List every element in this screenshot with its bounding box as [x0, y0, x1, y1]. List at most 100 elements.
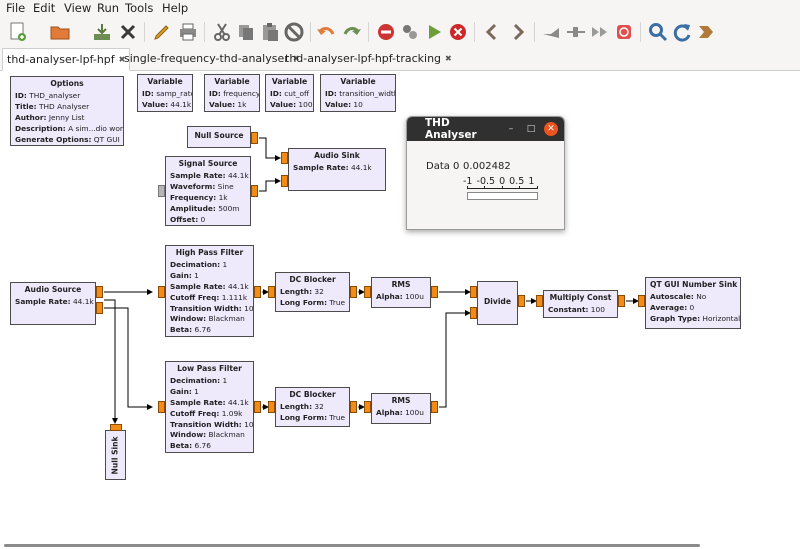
rotate-cw-button[interactable]	[506, 20, 530, 44]
find-button[interactable]	[646, 20, 670, 44]
copy-button[interactable]	[234, 20, 258, 44]
close-icon[interactable]: ✖	[292, 54, 300, 63]
block-low-pass-filter[interactable]: Low Pass Filter Decimation: 1 Gain: 1 Sa…	[165, 361, 254, 453]
close-icon[interactable]: ✕	[544, 122, 558, 136]
block-param: ID: THD_analyser	[15, 90, 81, 100]
menu-file[interactable]: File	[6, 1, 26, 15]
block-variable-samp-rate[interactable]: Variable ID: samp_rate Value: 44.1k	[137, 74, 193, 112]
open-button[interactable]	[48, 20, 72, 44]
open-hier-button[interactable]	[694, 20, 718, 44]
menubar: File Edit View Run Tools Help	[0, 0, 800, 16]
output-port[interactable]	[251, 132, 258, 144]
block-divide[interactable]: Divide	[477, 281, 518, 325]
input-port[interactable]	[158, 401, 165, 413]
input-port[interactable]	[470, 307, 477, 319]
block-qt-gui-number-sink[interactable]: QT GUI Number Sink Autoscale: No Average…	[645, 277, 741, 329]
close-icon[interactable]: ✖	[118, 55, 126, 64]
create-hier-button[interactable]	[612, 20, 636, 44]
tab-thd-analyser-lpf-hpf[interactable]: thd-analyser-lpf-hpf ✖	[2, 48, 131, 71]
input-port[interactable]	[281, 152, 288, 164]
output-port[interactable]	[431, 286, 438, 298]
input-port[interactable]	[364, 286, 371, 298]
output-port[interactable]	[254, 286, 261, 298]
reload-button[interactable]	[670, 20, 694, 44]
rotate-ccw-button[interactable]	[480, 20, 504, 44]
block-signal-source[interactable]: Signal Source Sample Rate: 44.1k Wavefor…	[165, 156, 251, 226]
thd-analyser-window[interactable]: THD Analyser – □ ✕ Data 0 0.002482 -1 -0…	[406, 116, 565, 230]
input-port[interactable]	[110, 424, 122, 431]
input-port[interactable]	[536, 295, 543, 307]
block-variable-frequency[interactable]: Variable ID: frequency Value: 1k	[204, 74, 260, 112]
output-port[interactable]	[350, 286, 357, 298]
input-port-disabled[interactable]	[158, 185, 165, 197]
input-port[interactable]	[364, 401, 371, 413]
flowgraph-canvas[interactable]: Options ID: THD_analyser Title: THD Anal…	[0, 71, 800, 541]
block-options[interactable]: Options ID: THD_analyser Title: THD Anal…	[10, 76, 124, 146]
block-multiply-const[interactable]: Multiply Const Constant: 100	[543, 290, 618, 318]
input-port[interactable]	[638, 295, 645, 307]
block-dc-blocker-bottom[interactable]: DC Blocker Length: 32 Long Form: True	[275, 387, 350, 427]
output-port[interactable]	[96, 286, 103, 298]
block-rms-bottom[interactable]: RMS Alpha: 100u	[371, 393, 431, 424]
menu-tools[interactable]: Tools	[125, 1, 154, 15]
block-title: QT GUI Number Sink	[650, 280, 738, 289]
tab-label: single-frequency-thd-analyser	[124, 52, 289, 65]
menu-edit[interactable]: Edit	[33, 1, 56, 15]
block-null-sink[interactable]: Null Sink	[105, 430, 126, 480]
block-audio-sink[interactable]: Audio Sink Sample Rate: 44.1k	[288, 148, 386, 191]
menu-view[interactable]: View	[64, 1, 92, 15]
window-titlebar[interactable]: THD Analyser – □ ✕	[407, 117, 564, 141]
tab-single-frequency-thd-analyser[interactable]: single-frequency-thd-analyser ✖	[120, 48, 303, 69]
minimize-icon[interactable]: –	[508, 124, 514, 134]
block-dc-blocker-top[interactable]: DC Blocker Length: 32 Long Form: True	[275, 272, 350, 312]
tab-thd-analyser-lpf-hpf-tracking[interactable]: thd-analyser-lpf-hpf-tracking ✖	[281, 48, 456, 69]
menu-help[interactable]: Help	[162, 1, 189, 15]
errors-button[interactable]	[374, 20, 398, 44]
block-audio-source[interactable]: Audio Source Sample Rate: 44.1k	[10, 282, 96, 325]
block-variable-cut-off[interactable]: Variable ID: cut_off Value: 100	[265, 74, 314, 112]
undo-button[interactable]	[314, 20, 338, 44]
generate-button[interactable]	[398, 20, 422, 44]
menu-run[interactable]: Run	[97, 1, 120, 15]
new-button[interactable]	[6, 20, 30, 44]
print-button[interactable]	[176, 20, 200, 44]
kill-button[interactable]	[446, 20, 470, 44]
output-port[interactable]	[518, 295, 525, 307]
horizontal-scrollbar[interactable]	[4, 544, 700, 547]
block-param: Sample Rate: 44.1k	[170, 397, 249, 407]
input-port[interactable]	[470, 286, 477, 298]
block-rms-top[interactable]: RMS Alpha: 100u	[371, 277, 431, 308]
close-icon[interactable]: ✖	[445, 54, 452, 63]
disable-button[interactable]	[564, 20, 588, 44]
toolbar-separator	[310, 22, 311, 42]
paste-icon	[263, 23, 278, 41]
block-param: Sample Rate: 44.1k	[170, 281, 249, 291]
block-high-pass-filter[interactable]: High Pass Filter Decimation: 1 Gain: 1 S…	[165, 245, 254, 337]
input-port[interactable]	[268, 401, 275, 413]
input-port[interactable]	[281, 175, 288, 187]
bypass-button[interactable]	[588, 20, 612, 44]
block-null-source[interactable]: Null Source	[187, 126, 251, 148]
output-port[interactable]	[618, 295, 625, 307]
level-bar	[467, 192, 538, 200]
connection	[104, 299, 118, 424]
redo-button[interactable]	[340, 20, 364, 44]
output-port[interactable]	[254, 401, 261, 413]
output-port[interactable]	[431, 401, 438, 413]
block-param: Amplitude: 500m	[170, 203, 240, 213]
cut-button[interactable]	[210, 20, 234, 44]
close-button[interactable]	[116, 20, 140, 44]
maximize-icon[interactable]: □	[526, 124, 536, 134]
save-button[interactable]	[90, 20, 114, 44]
output-port[interactable]	[350, 401, 357, 413]
delete-button[interactable]	[282, 20, 306, 44]
input-port[interactable]	[158, 286, 165, 298]
input-port[interactable]	[268, 286, 275, 298]
block-variable-transition-width[interactable]: Variable ID: transition_width Value: 10	[320, 74, 396, 112]
paste-button[interactable]	[258, 20, 282, 44]
enable-button[interactable]	[540, 20, 564, 44]
output-port[interactable]	[96, 302, 103, 314]
output-port[interactable]	[251, 185, 258, 197]
screen-capture-button[interactable]	[150, 20, 174, 44]
execute-button[interactable]	[422, 20, 446, 44]
